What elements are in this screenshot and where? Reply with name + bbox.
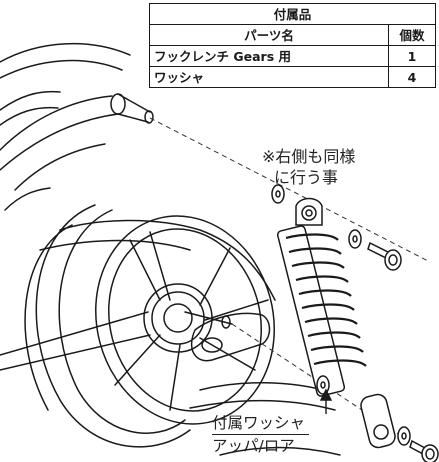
note-line-2: に行う事 <box>274 168 339 187</box>
washer-callout: 付属ワッシャ アッパ/ロア <box>212 412 310 457</box>
table-title: 付属品 <box>149 3 436 25</box>
shock-spring <box>285 233 367 367</box>
rear-wheel <box>95 215 275 425</box>
part-qty: 4 <box>388 66 436 88</box>
frame-rail <box>0 95 113 151</box>
table-row: ワッシャ 4 <box>149 66 436 88</box>
lower-mount <box>190 312 271 362</box>
shock-body <box>276 225 346 397</box>
callout-line-1: 付属ワッシャ <box>212 412 310 435</box>
accessories-table: 付属品 パーツ名 個数 フックレンチ Gears 用 1 ワッシャ 4 <box>149 3 436 88</box>
rear-fender <box>0 42 131 63</box>
drive-chain <box>0 311 149 356</box>
shock-eye-lower <box>360 393 396 449</box>
same-on-right-note: ※右側も同様 に行う事 <box>262 146 355 188</box>
rear-sprocket <box>143 283 213 353</box>
part-name: ワッシャ <box>149 66 389 88</box>
part-qty: 1 <box>388 45 436 67</box>
exhaust-pipe <box>189 382 336 411</box>
rear-tire <box>35 204 191 448</box>
shock-absorber <box>276 197 396 449</box>
note-line-1: ※右側も同様 <box>262 147 356 166</box>
callout-line-2: アッパ/ロア <box>212 437 295 455</box>
upper-guide-line <box>149 117 431 263</box>
part-name: フックレンチ Gears 用 <box>149 45 389 67</box>
table-row: フックレンチ Gears 用 1 <box>149 45 436 67</box>
swingarm <box>59 219 276 301</box>
column-quantity: 個数 <box>388 24 436 46</box>
column-part-name: パーツ名 <box>149 24 389 46</box>
